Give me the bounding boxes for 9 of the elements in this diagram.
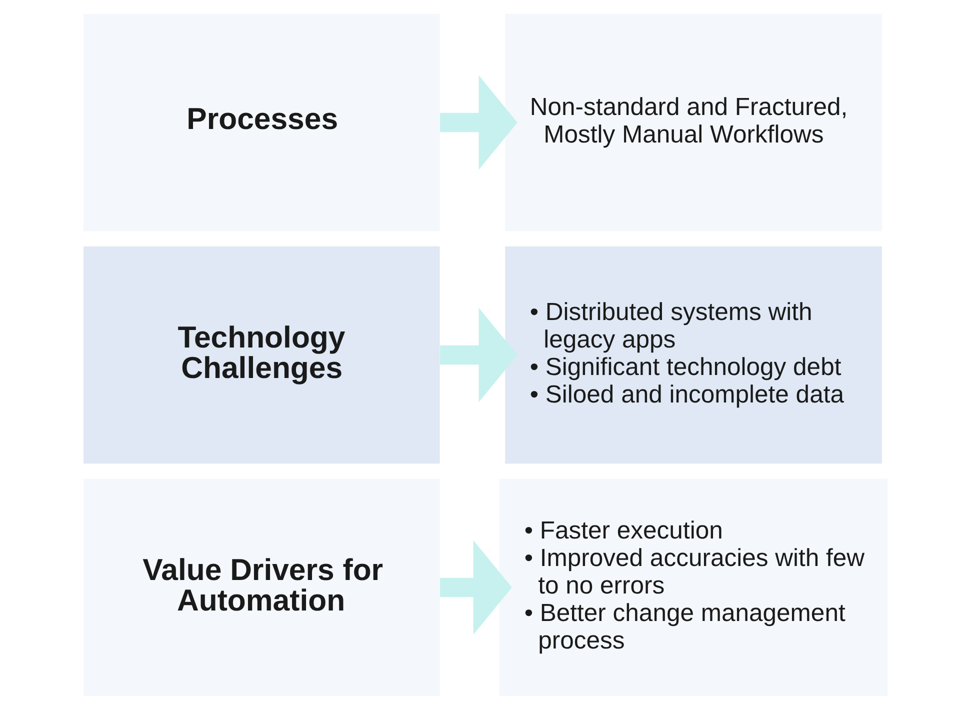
node-box: • Distributed systems with legacy apps • Significant technology debt • Siloed and incomplete data	[504, 246, 882, 464]
node-box: Non-standard and Fractured, Mostly Manual Workflows	[504, 14, 882, 232]
arrow	[440, 540, 512, 635]
arrow	[440, 75, 517, 170]
arrow	[440, 308, 517, 402]
node-box: • Faster execution • Improved accuracies with few to no errors • Better change management process	[499, 478, 887, 696]
node-box: Technology Challenges	[83, 246, 440, 464]
node-box: Processes	[83, 14, 440, 232]
node-box: Value Drivers for Automation	[83, 478, 440, 696]
